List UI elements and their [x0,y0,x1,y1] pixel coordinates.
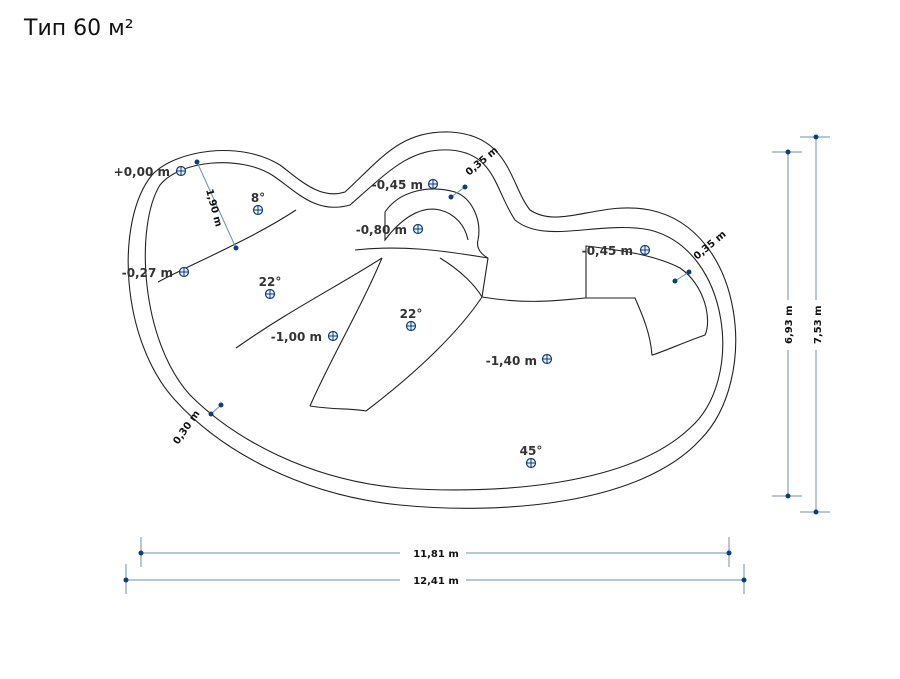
angle-label-8: 8° [251,191,265,205]
dim-line-035b [674,271,690,282]
angle-label-22a: 22° [259,275,282,289]
dim-dot-035b1 [672,278,678,284]
dim-dot-1241a [123,577,129,583]
level-marker-000 [175,165,187,177]
dim-dot-035a1 [448,194,454,200]
step-line-9 [481,296,587,302]
dim-label-693: 6,93 m [784,305,795,344]
level-label-080: -0,80 m [356,223,407,237]
level-marker-100 [327,330,339,342]
dim-dot-1241b [741,577,747,583]
dim-dot-693b [785,493,791,499]
level-marker-140 [541,353,553,365]
step-line-3 [309,257,383,407]
level-label-100: -1,00 m [271,330,322,344]
pool-outer-rim [127,131,737,509]
dim-dot-030a [208,411,214,417]
angle-marker-22a [264,288,276,300]
angle-marker-45 [525,457,537,469]
dim-line-035a [450,186,466,198]
dim-label-030: 0,30 m [171,409,202,447]
dim-dot-1181b [726,550,732,556]
dim-label-753: 7,53 m [813,305,824,344]
dim-dot-753b [813,509,819,515]
level-marker-045a [427,178,439,190]
dim-dot-1181a [138,550,144,556]
dim-dot-035a2 [462,184,468,190]
dim-dot-753a [813,134,819,140]
level-label-000: +0,00 m [114,165,170,179]
dim-line-190 [196,161,237,249]
angle-label-45: 45° [520,444,543,458]
angle-label-22b: 22° [400,307,423,321]
pool-inner-edge [144,149,724,491]
dim-label-1241: 12,41 m [413,576,459,587]
dim-label-190: 1,90 m [203,188,224,228]
angle-marker-8 [252,204,264,216]
dim-dot-190a [194,159,200,165]
dim-label-035a: 0,35 m [464,145,501,178]
level-marker-045b [639,244,651,256]
step-line-7 [439,257,483,298]
level-label-045a: -0,45 m [372,178,423,192]
level-label-045b: -0,45 m [582,244,633,258]
step-line-1 [157,209,297,283]
level-marker-027 [178,266,190,278]
step-line-6 [354,247,489,259]
dim-dot-190b [233,245,239,251]
dim-dot-035b2 [686,269,692,275]
right-seat [585,245,709,356]
dim-label-1181: 11,81 m [413,549,459,560]
level-label-140: -1,40 m [486,354,537,368]
step-line-4 [365,296,483,412]
level-marker-080 [412,223,424,235]
level-label-027: -0,27 m [122,266,173,280]
step-line-5 [309,405,367,412]
upper-seat [384,188,489,259]
step-line-8 [481,257,489,298]
page-title: Тип 60 м² [24,16,134,41]
step-line-2 [235,257,383,349]
dim-dot-030b [218,402,224,408]
dim-dot-693a [785,149,791,155]
dim-label-035b: 0,35 m [692,229,729,262]
angle-marker-22b [405,320,417,332]
